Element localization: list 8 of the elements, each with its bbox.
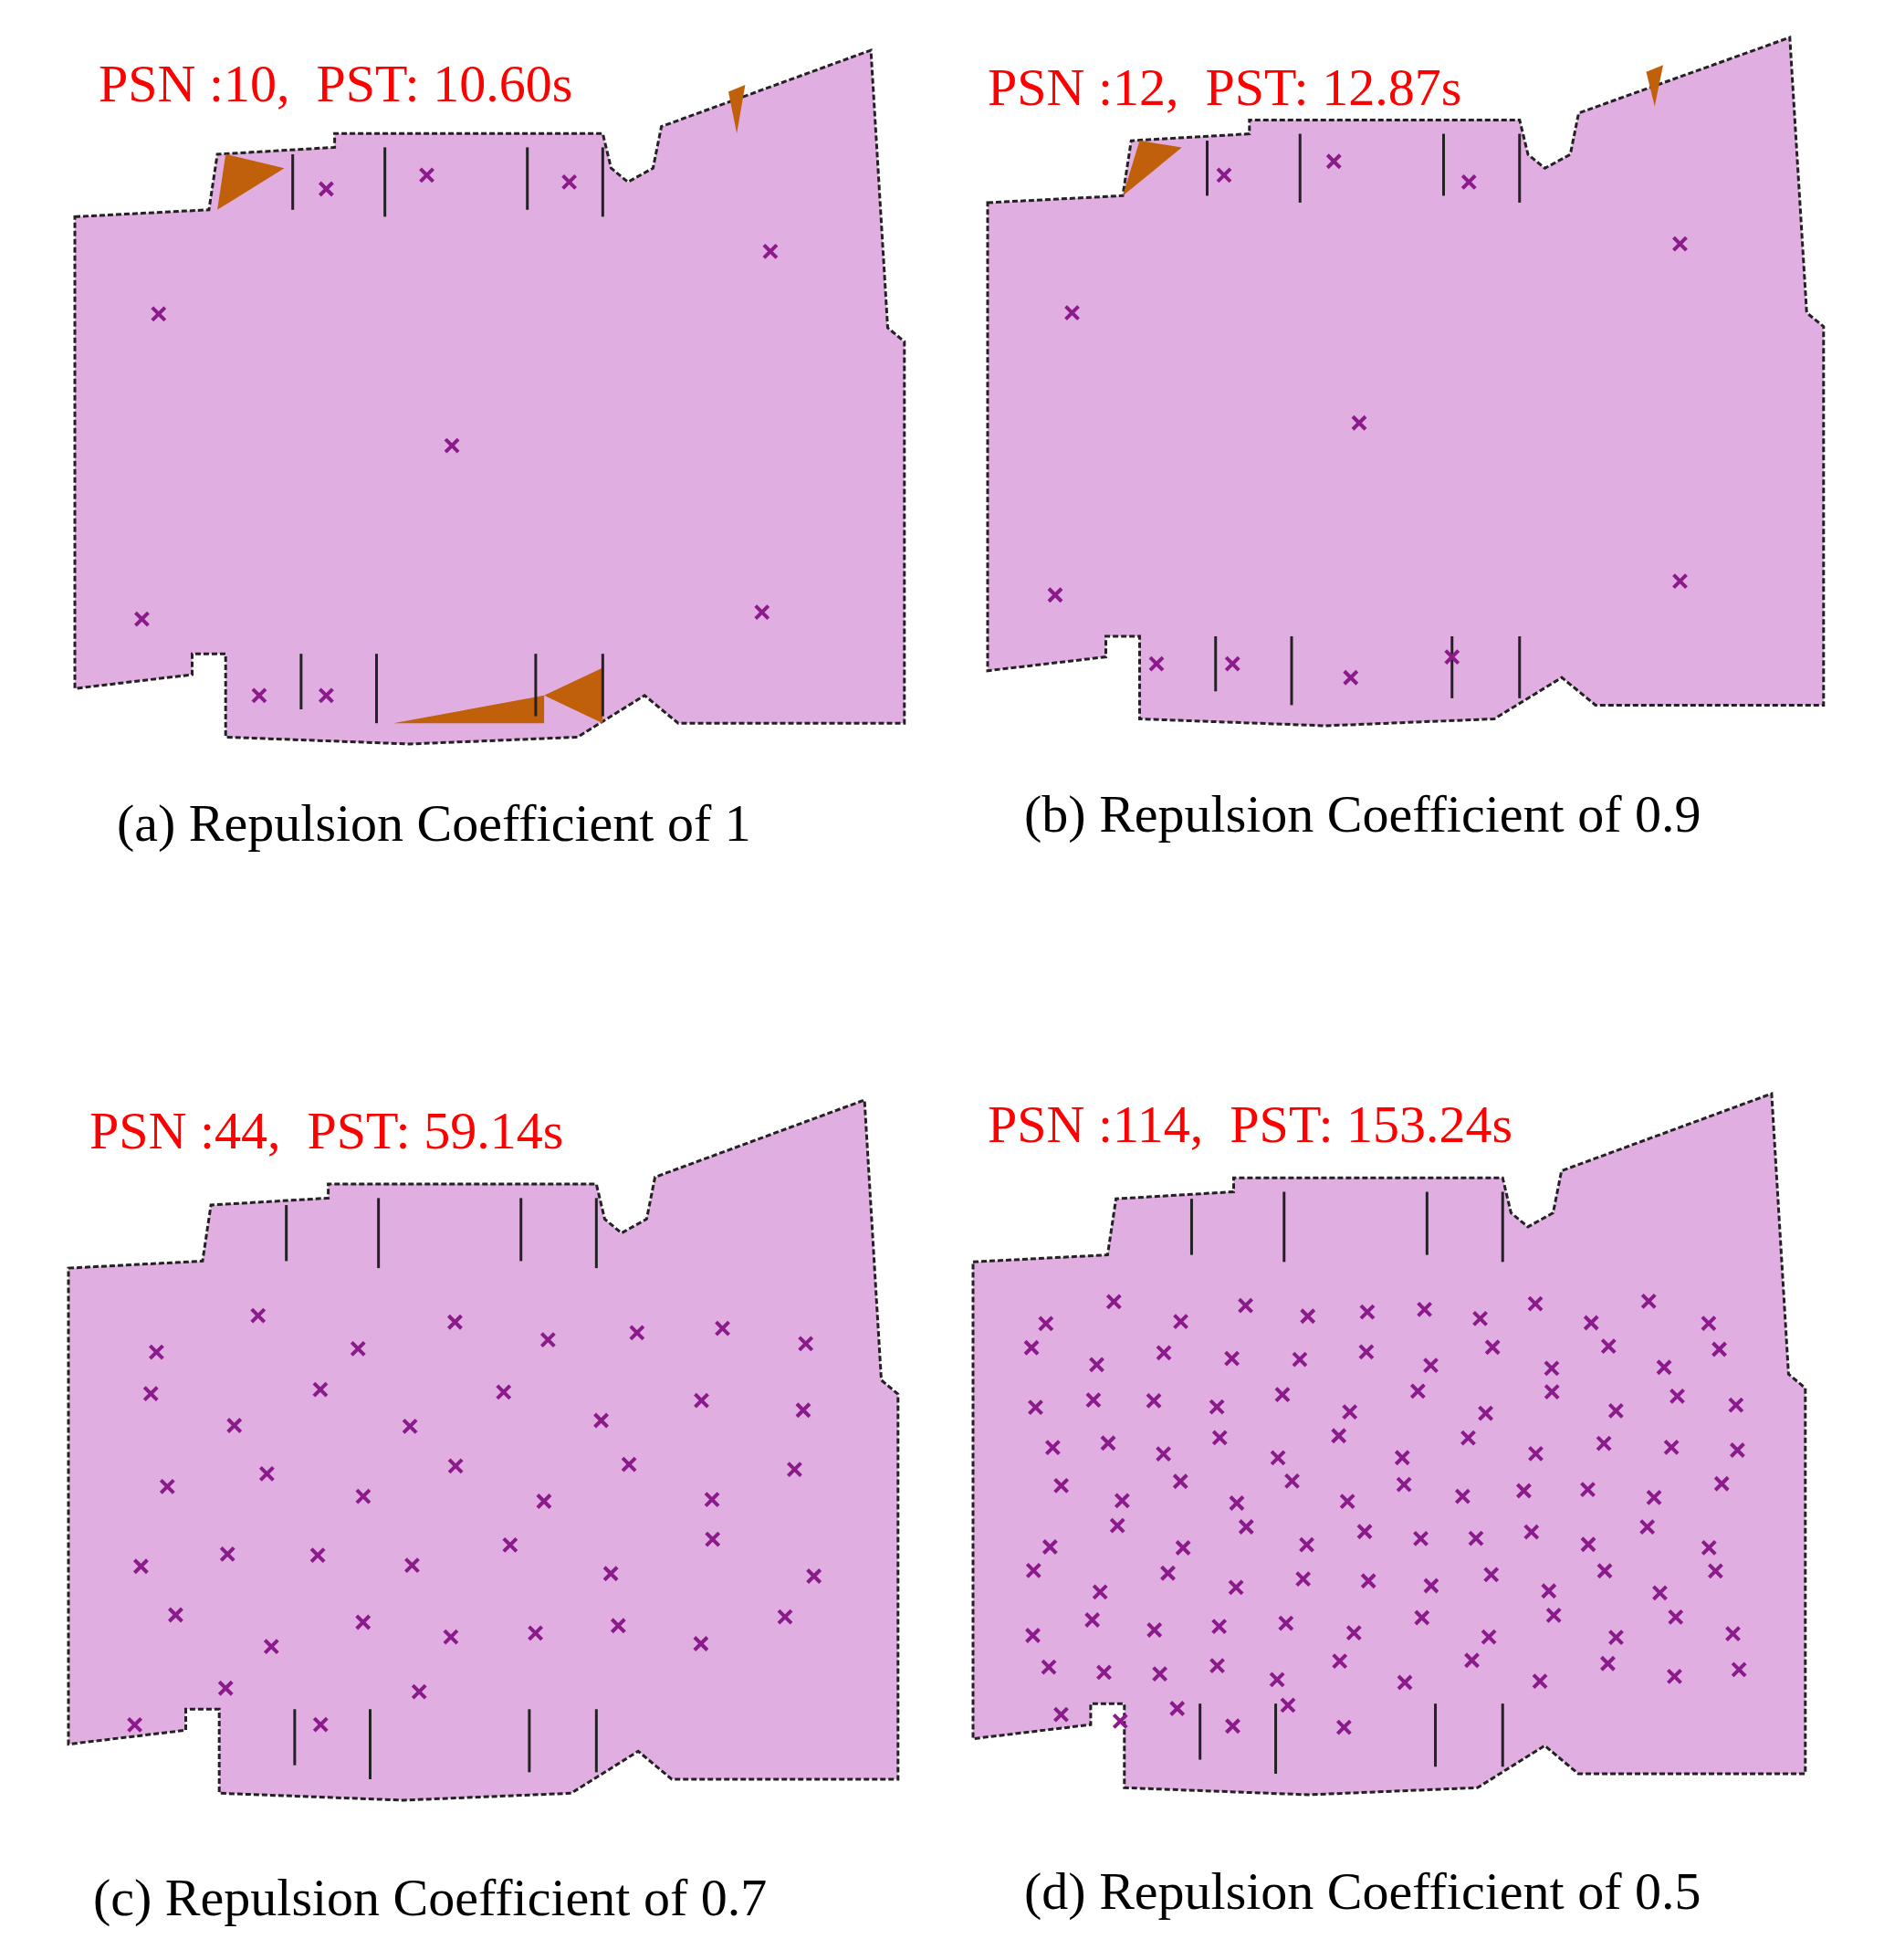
figure-caption: (b) Repulsion Coefficient of 0.9 <box>1024 783 1701 844</box>
run-statistics: PSN :10, PST: 10.60s <box>99 53 573 114</box>
run-statistics: PSN :12, PST: 12.87s <box>988 57 1462 118</box>
figure-caption: (d) Repulsion Coefficient of 0.5 <box>1024 1860 1701 1922</box>
run-statistics: PSN :44, PST: 59.14s <box>89 1100 564 1161</box>
run-statistics: PSN :114, PST: 153.24s <box>988 1094 1513 1155</box>
figure-caption: (a) Repulsion Coefficient of 1 <box>117 792 751 854</box>
figure-caption: (c) Repulsion Coefficient of 0.7 <box>93 1867 768 1928</box>
